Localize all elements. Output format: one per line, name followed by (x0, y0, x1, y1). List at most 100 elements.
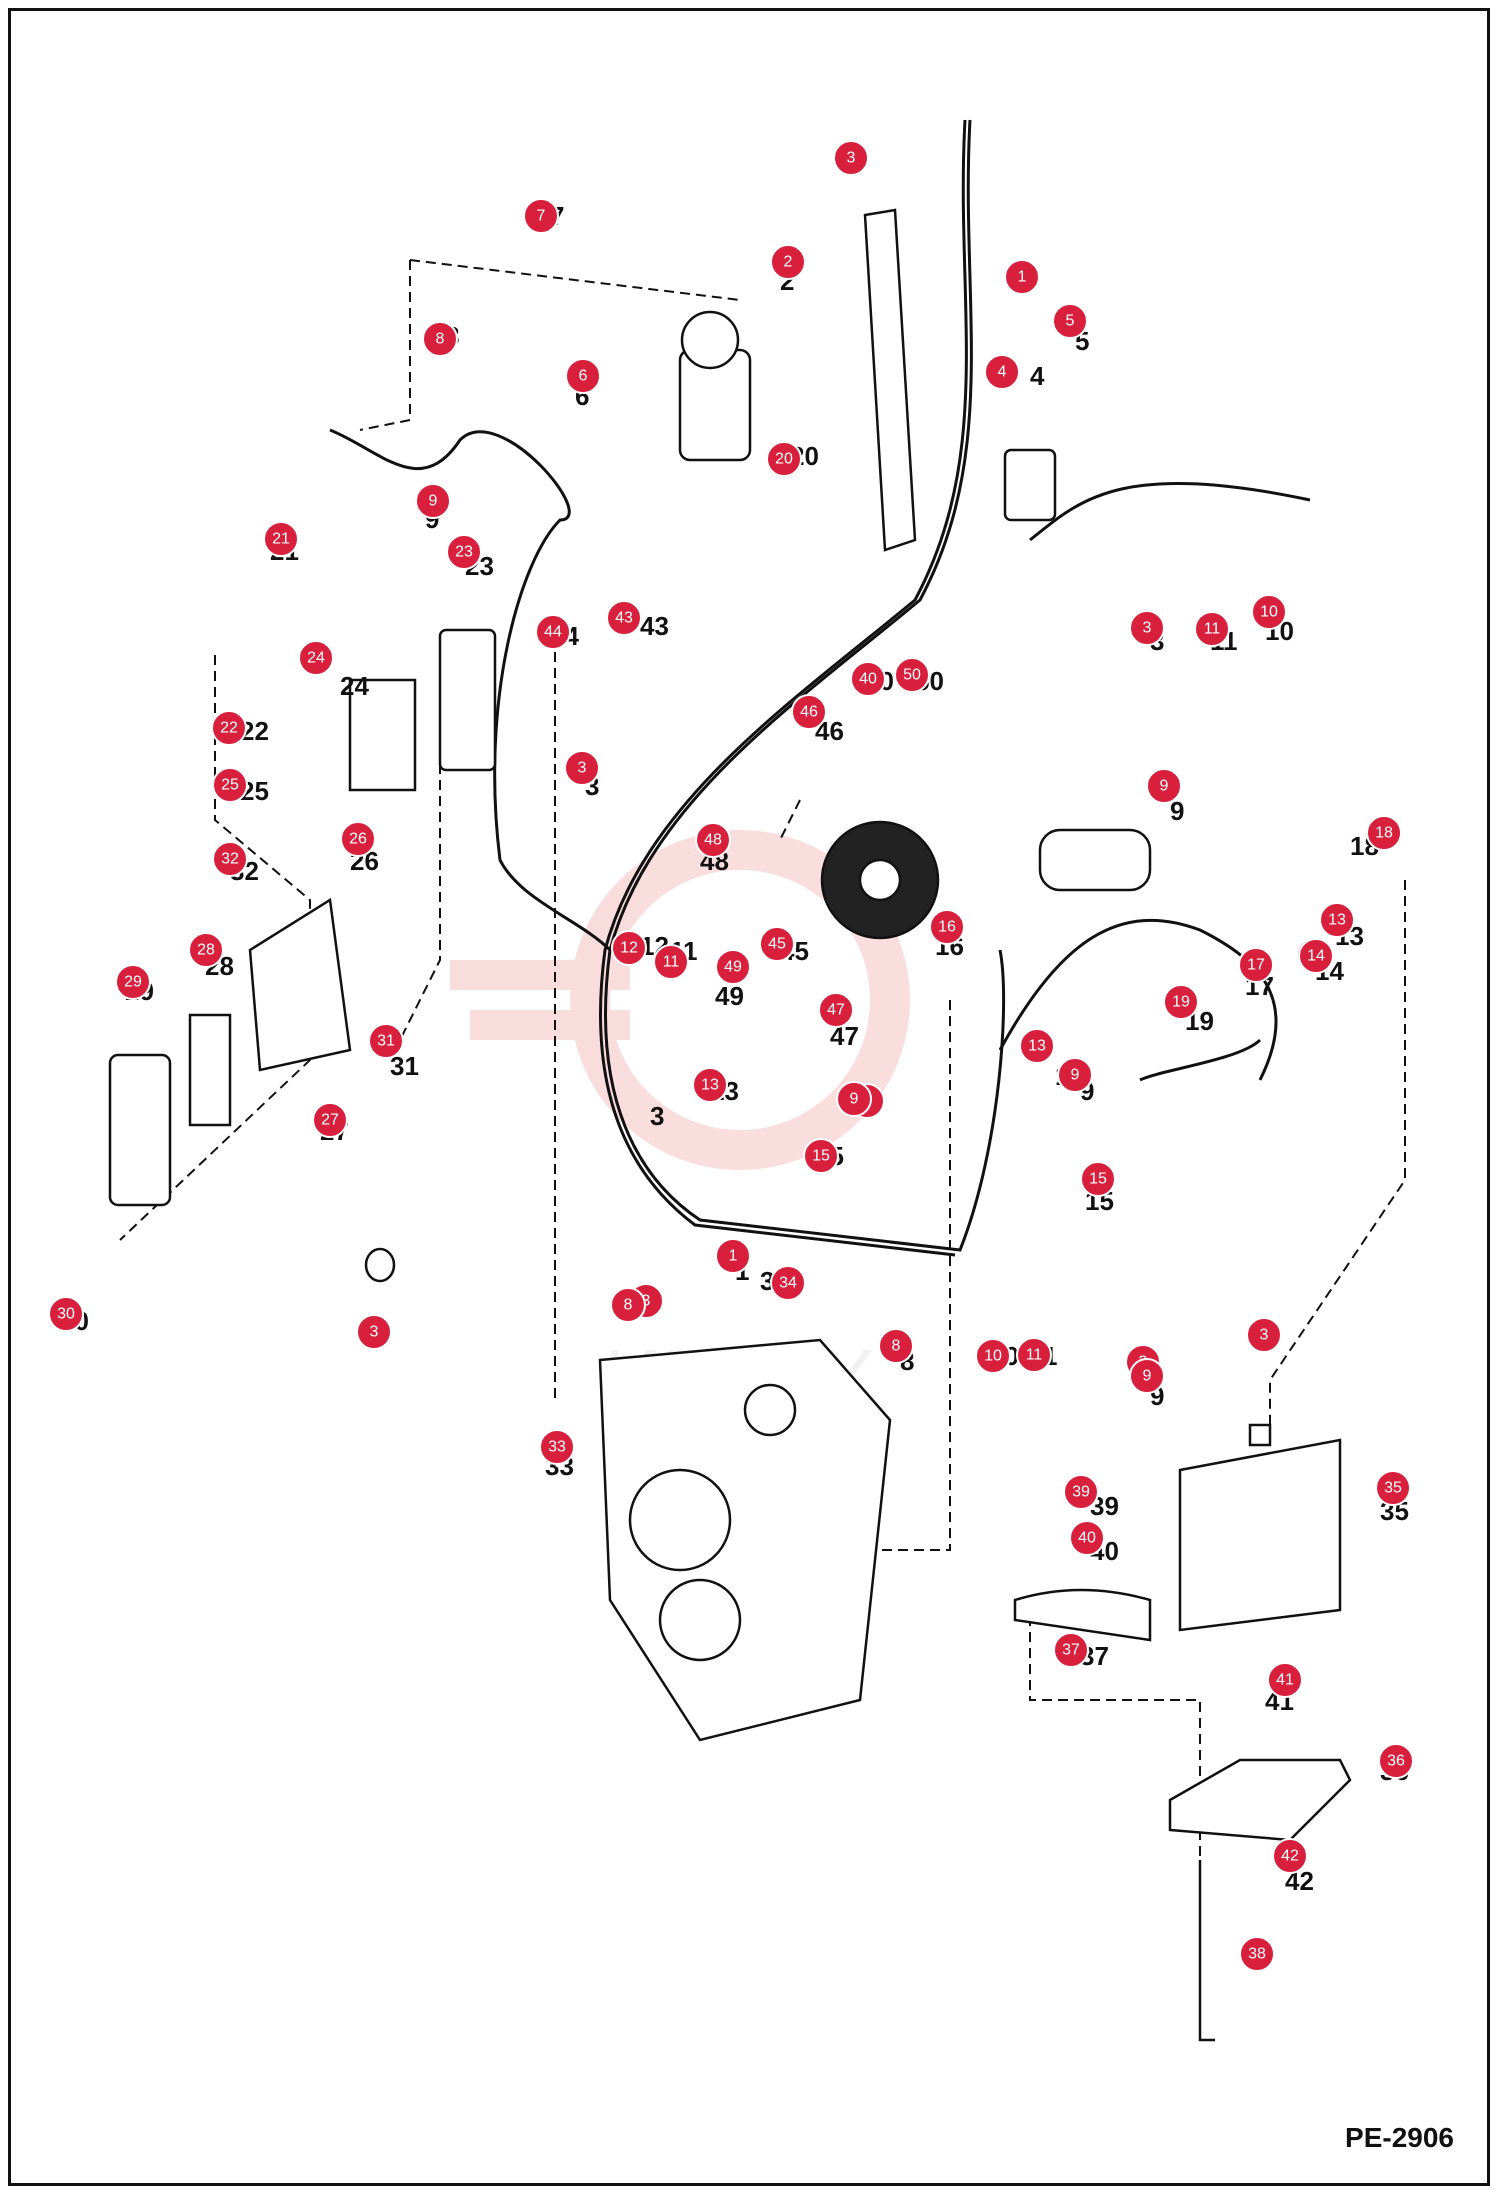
callout-marker-43: 43 (606, 600, 642, 636)
callout-circle (1129, 610, 1165, 646)
callout-marker-26: 26 (340, 821, 376, 857)
callout-label: 1 (729, 1248, 738, 1265)
callout-label: 8 (436, 331, 445, 348)
callout-marker-18: 18 (1366, 815, 1402, 851)
svg-text:43: 43 (640, 611, 669, 641)
callout-marker-39: 39 (1063, 1474, 1099, 1510)
callout-circle (770, 1265, 806, 1301)
svg-text:49: 49 (715, 981, 744, 1011)
callout-circle (759, 926, 795, 962)
callout-marker-25: 25 (212, 767, 248, 803)
callout-marker-10: 10 (975, 1338, 1011, 1374)
callout-marker-3: 3 (564, 750, 600, 786)
callout-label: 8 (892, 1338, 901, 1355)
callout-circle (1129, 1358, 1165, 1394)
callout-circle (1052, 303, 1088, 339)
callout-circle (715, 949, 751, 985)
callout-marker-41: 41 (1267, 1662, 1303, 1698)
battery-hold-down (1013, 1588, 1152, 1642)
callout-marker-1: 1 (715, 1238, 751, 1274)
callout-label: 12 (620, 940, 638, 957)
callout-label: 9 (850, 1091, 859, 1108)
callout-marker-3: 3 (356, 1314, 392, 1350)
svg-text:24: 24 (340, 671, 369, 701)
callout-label: 15 (1089, 1171, 1107, 1188)
callout-marker-44: 44 (535, 614, 571, 650)
callout-label: 23 (455, 544, 473, 561)
callout-circle (1246, 1317, 1282, 1353)
callout-circle (1146, 768, 1182, 804)
callout-marker-27: 27 (312, 1102, 348, 1138)
callout-circle (422, 321, 458, 357)
callout-marker-8: 8 (422, 321, 458, 357)
callout-label: 17 (1247, 957, 1265, 974)
callout-label: 15 (812, 1148, 830, 1165)
callout-label: 34 (779, 1275, 797, 1292)
clamp-ring (364, 1247, 396, 1283)
callout-marker-20: 20 (766, 441, 802, 477)
callout-circle (850, 661, 886, 697)
decal (188, 1013, 232, 1127)
callout-label: 3 (1143, 620, 1152, 637)
callout-circle (48, 1296, 84, 1332)
callout-label: 10 (1260, 604, 1278, 621)
callout-marker-31: 31 (368, 1023, 404, 1059)
callout-label: 11 (1026, 1347, 1043, 1364)
callout-marker-12: 12 (611, 930, 647, 966)
callout-marker-9: 9 (1057, 1057, 1093, 1093)
callout-marker-2: 2 (770, 244, 806, 280)
callout-label: 44 (544, 624, 562, 641)
callout-label: 18 (1375, 825, 1393, 842)
callout-label: 20 (775, 451, 793, 468)
callout-circle (1004, 259, 1040, 295)
callout-label: 47 (827, 1002, 845, 1019)
callout-label: 36 (1387, 1753, 1405, 1770)
callout-label: 49 (724, 959, 742, 976)
callout-marker-8: 8 (878, 1328, 914, 1364)
callout-marker-6: 6 (565, 358, 601, 394)
cover-plate (108, 1053, 172, 1207)
callout-marker-33: 33 (539, 1429, 575, 1465)
callout-circle (1239, 1936, 1275, 1972)
mounting-bracket (248, 897, 352, 1072)
svg-text:9: 9 (1170, 796, 1184, 826)
callout-marker-47: 47 (818, 992, 854, 1028)
callout-label: 9 (1160, 778, 1169, 795)
callout-circle (894, 657, 930, 693)
callout-label: 19 (1172, 994, 1190, 1011)
callout-label: 40 (859, 671, 877, 688)
callout-label: 38 (1248, 1946, 1266, 1963)
callout-marker-9: 9 (415, 483, 451, 519)
callout-label: 27 (321, 1112, 339, 1129)
callout-marker-38: 38 (1239, 1936, 1275, 1972)
callout-marker-15: 15 (1080, 1161, 1116, 1197)
callout-marker-10: 10 (1251, 594, 1287, 630)
callout-circle (188, 932, 224, 968)
callout-marker-9: 9 (836, 1081, 872, 1117)
callout-circle (415, 483, 451, 519)
callout-circle (1057, 1057, 1093, 1093)
callout-marker-17: 17 (1238, 947, 1274, 983)
callout-label: 24 (307, 650, 325, 667)
callout-circle (1163, 984, 1199, 1020)
callout-marker-13: 13 (692, 1067, 728, 1103)
callout-circle (211, 710, 247, 746)
callout-label: 26 (349, 831, 367, 848)
callout-circle (606, 600, 642, 636)
callout-marker-16: 16 (929, 909, 965, 945)
callout-marker-4: 4 (984, 354, 1020, 390)
callout-label: 3 (370, 1324, 379, 1341)
callout-label: 25 (221, 777, 239, 794)
svg-text:3: 3 (650, 1101, 664, 1131)
callout-circle (833, 140, 869, 176)
callout-circle (1298, 938, 1334, 974)
callout-circle (312, 1102, 348, 1138)
callout-marker-35: 35 (1375, 1470, 1411, 1506)
wiring-harness (329, 119, 1311, 1257)
callout-marker-30: 30 (48, 1296, 84, 1332)
callout-label: 43 (615, 610, 633, 627)
callout-circle (564, 750, 600, 786)
callout-label: 11 (663, 954, 680, 971)
callout-label: 28 (197, 942, 215, 959)
